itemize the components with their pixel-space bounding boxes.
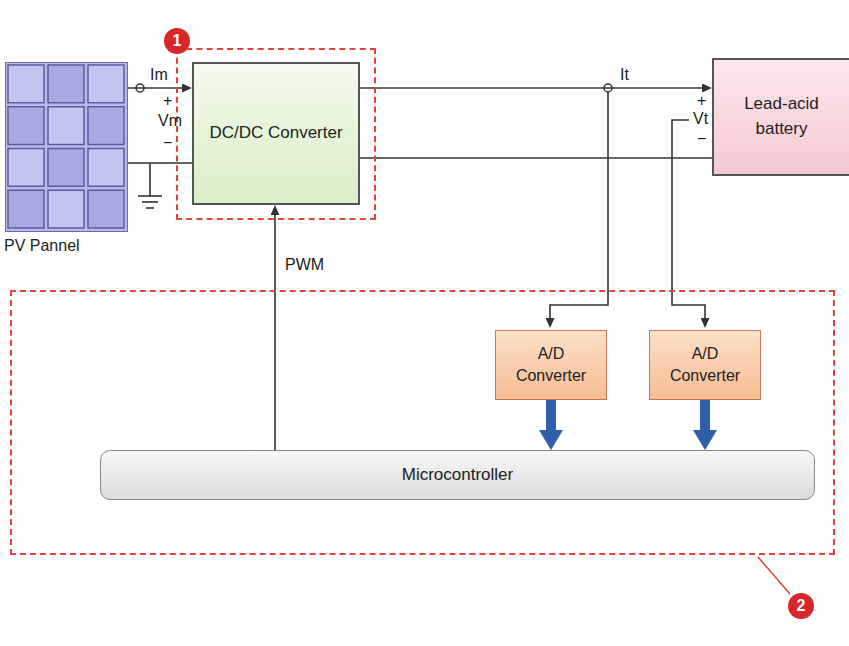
return-wire	[360, 157, 712, 159]
polarity-sign: −	[697, 130, 706, 148]
data-arrow	[700, 400, 710, 430]
return-wire	[128, 162, 192, 164]
dashed-region: 2A/D ConverterA/D ConverterMicrocontroll…	[10, 290, 835, 555]
node-label: A/D Converter	[657, 343, 753, 388]
signal-name: Im	[150, 66, 168, 84]
signal-wire	[128, 87, 182, 89]
pv-panel: PV Pannel	[5, 62, 128, 232]
dashed-region: 1DC/DC Converter	[176, 48, 376, 220]
adc-box: A/D Converter	[649, 330, 761, 400]
sense-line	[550, 92, 608, 318]
callout-number: 1	[164, 28, 190, 54]
ground-symbol	[138, 163, 162, 208]
battery-box: Lead-acid battery	[712, 58, 849, 176]
node-label: A/D Converter	[503, 343, 599, 388]
node-label: DC/DC Converter	[209, 121, 342, 146]
signal-name: It	[620, 66, 629, 84]
callout-number: 2	[788, 593, 814, 619]
node-label: Lead-acid battery	[721, 92, 842, 141]
data-arrow	[546, 400, 556, 430]
signal-name: PWM	[283, 256, 326, 274]
node-label: Microcontroller	[402, 465, 513, 485]
polarity-sign: −	[163, 134, 172, 152]
signal-wire	[274, 215, 276, 450]
signal-name: Vm	[158, 112, 182, 130]
pv-cells	[6, 63, 126, 230]
signal-wire	[360, 87, 702, 89]
node-label: PV Pannel	[4, 237, 80, 255]
leader-line	[758, 557, 790, 594]
polarity-sign: +	[163, 92, 172, 110]
polarity-sign: +	[697, 92, 706, 110]
sense-line	[672, 120, 705, 318]
microcontroller-box: Microcontroller	[100, 450, 815, 500]
converter-box: DC/DC Converter	[192, 62, 360, 205]
adc-box: A/D Converter	[495, 330, 607, 400]
signal-name: Vt	[693, 110, 708, 128]
